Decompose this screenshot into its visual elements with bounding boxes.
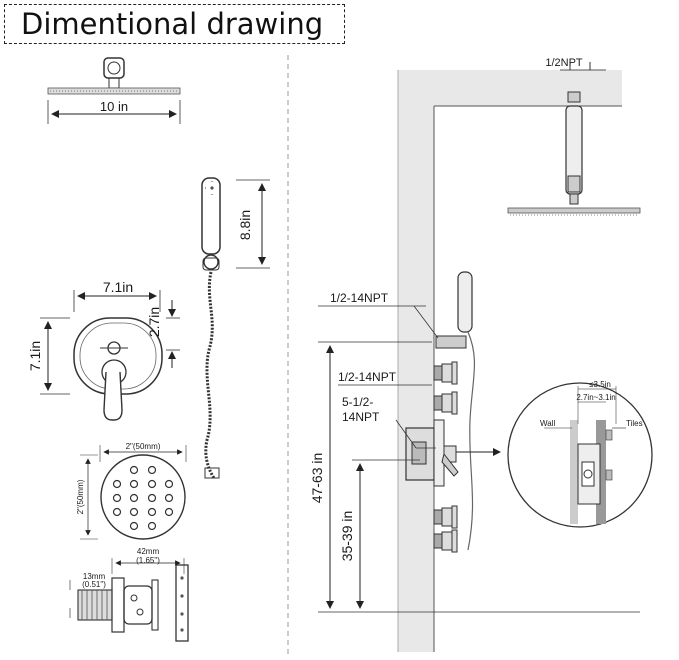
- title-box: Dimentional drawing: [4, 4, 345, 44]
- valve-trim-drawing: [40, 290, 180, 421]
- page-title: Dimentional drawing: [21, 7, 324, 41]
- jet-height-label: 2"(50mm): [76, 479, 85, 514]
- valve-offset-label: 2.7in: [146, 307, 162, 337]
- jet-thread-in-label: (0.51"): [82, 580, 106, 589]
- handheld-shower-drawing: [201, 177, 270, 479]
- jet-width-label: 2"(50mm): [126, 442, 161, 451]
- mount-height-label: 47-63 in: [309, 453, 325, 504]
- detail-wall-label: Wall: [540, 419, 555, 428]
- detail-tiles-label: Tiles: [626, 419, 643, 428]
- head-thread-label: 1/2NPT: [545, 57, 583, 69]
- jet-inlet-label: 1/2-14NPT: [338, 370, 397, 384]
- jet-thread-mm-label: 13mm: [83, 572, 106, 581]
- valve-depth-detail: [507, 382, 653, 528]
- valve-inlet-label-line2: 14NPT: [342, 410, 380, 424]
- handheld-inlet-label: 1/2-14NPT: [330, 291, 389, 305]
- jet-body-length-mm-label: 42mm: [137, 547, 160, 556]
- body-jet-side-drawing: [69, 558, 189, 642]
- valve-height-label-right: 35-39 in: [339, 511, 355, 562]
- jet-body-length-in-label: (1.65"): [136, 556, 160, 565]
- detail-depth-label: ≤3.5in: [589, 380, 611, 389]
- handheld-length-label: 8.8in: [237, 210, 253, 240]
- valve-height-label: 7.1in: [27, 341, 43, 371]
- detail-range-label: 2.7in~3.1in: [576, 393, 615, 402]
- valve-inlet-label-line1: 5-1/2-: [342, 395, 373, 409]
- valve-width-label: 7.1in: [103, 279, 133, 295]
- shower-head-drawing: [47, 57, 181, 124]
- wall-section-drawing: [318, 62, 641, 652]
- body-jet-front-drawing: [80, 445, 187, 540]
- shower-head-width-label: 10 in: [100, 99, 128, 114]
